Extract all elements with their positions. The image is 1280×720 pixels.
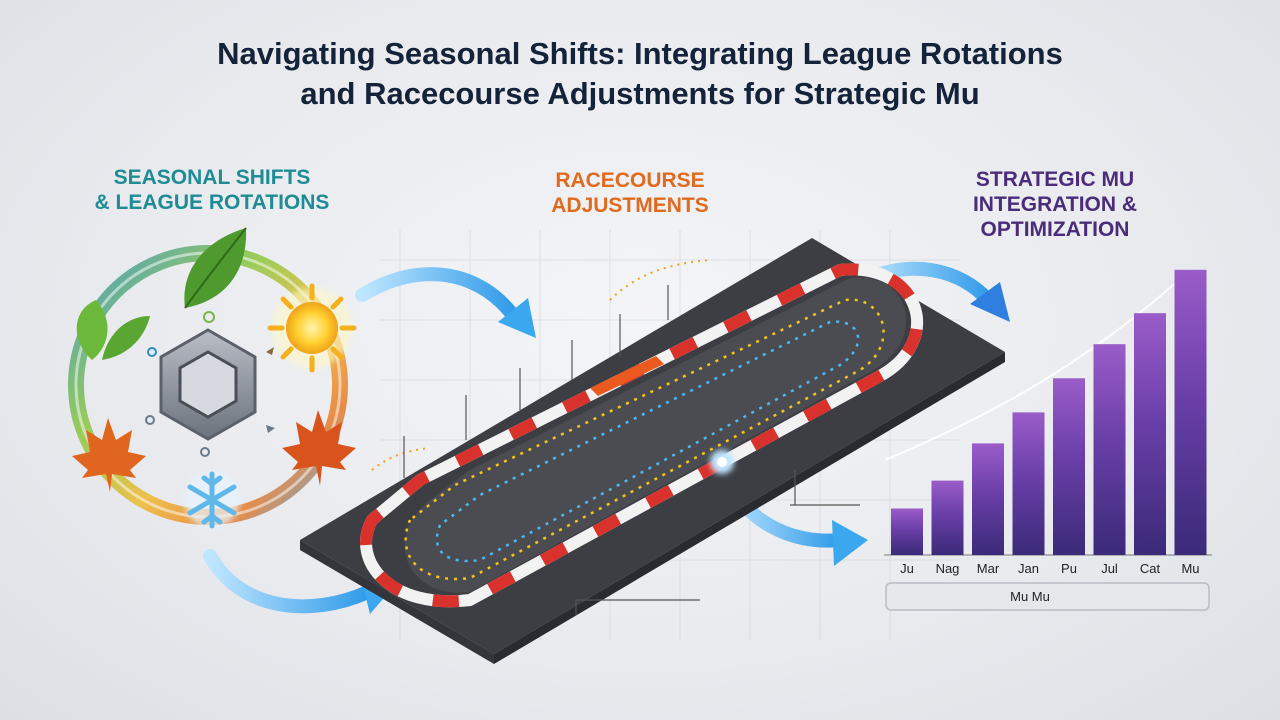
cycle-arrows-icon (145, 311, 215, 457)
sun-icon (267, 283, 357, 373)
legend-label: Mu Mu (1010, 589, 1050, 604)
seasonal-heading-line-1: SEASONAL SHIFTS (113, 166, 311, 189)
mu-heading-line-3: OPTIMIZATION (980, 218, 1130, 241)
x-axis-ticks: Ju Nag Mar Jan Pu Jul Cat Mu (900, 561, 1199, 576)
racecourse-heading-line-2: ADJUSTMENTS (551, 194, 709, 217)
bar-jul (1093, 344, 1126, 555)
racing-line-yellow (404, 298, 885, 581)
hexagon-icon (159, 328, 257, 441)
bar-cat (1134, 313, 1166, 555)
start-marker (590, 356, 664, 396)
bar-nag (931, 480, 964, 555)
outer-barrier (360, 263, 923, 608)
maple-leaf-icon (72, 410, 356, 492)
tick-label-mu: Mu (1181, 561, 1199, 576)
tick-label-ju: Ju (900, 561, 914, 576)
seasonal-shifts-heading: SEASONAL SHIFTS & LEAGUE ROTATIONS (62, 165, 362, 215)
tick-label-nag: Nag (936, 561, 960, 576)
page-title: Navigating Seasonal Shifts: Integrating … (0, 34, 1280, 114)
tick-label-pu: Pu (1061, 561, 1077, 576)
bar-ju (891, 508, 923, 555)
bar-mu (1174, 269, 1207, 555)
seasonal-cycle (68, 227, 357, 529)
leaf-icon (76, 227, 247, 360)
bar-mar (972, 443, 1004, 555)
strategic-mu-heading: STRATEGIC MU INTEGRATION & OPTIMIZATION (905, 167, 1205, 242)
track-surface (404, 277, 907, 593)
racecourse (300, 238, 1005, 664)
bar-jan (1012, 412, 1045, 555)
racing-line-blue (435, 320, 860, 563)
tick-label-jul: Jul (1101, 561, 1118, 576)
title-line-2: and Racecourse Adjustments for Strategic… (300, 76, 980, 111)
bar-pu (1053, 378, 1085, 555)
tick-label-mar: Mar (977, 561, 1000, 576)
racecourse-heading-line-1: RACECOURSE (555, 169, 705, 192)
arrow-icon (355, 267, 536, 338)
bar-chart (891, 269, 1207, 555)
pointer-icon (266, 425, 275, 433)
trend-curve (884, 269, 1191, 461)
tick-label-cat: Cat (1140, 561, 1161, 576)
racecourse-heading: RACECOURSE ADJUSTMENTS (480, 168, 780, 218)
title-line-1: Navigating Seasonal Shifts: Integrating … (217, 36, 1063, 71)
seasonal-heading-line-2: & LEAGUE ROTATIONS (94, 191, 330, 214)
snowflake-icon (184, 471, 240, 529)
mu-heading-line-2: INTEGRATION & (972, 193, 1138, 216)
mu-heading-line-1: STRATEGIC MU (975, 168, 1135, 191)
pointer-icon (266, 347, 274, 355)
chart-legend: Mu Mu (885, 582, 1210, 611)
tick-label-jan: Jan (1018, 561, 1039, 576)
